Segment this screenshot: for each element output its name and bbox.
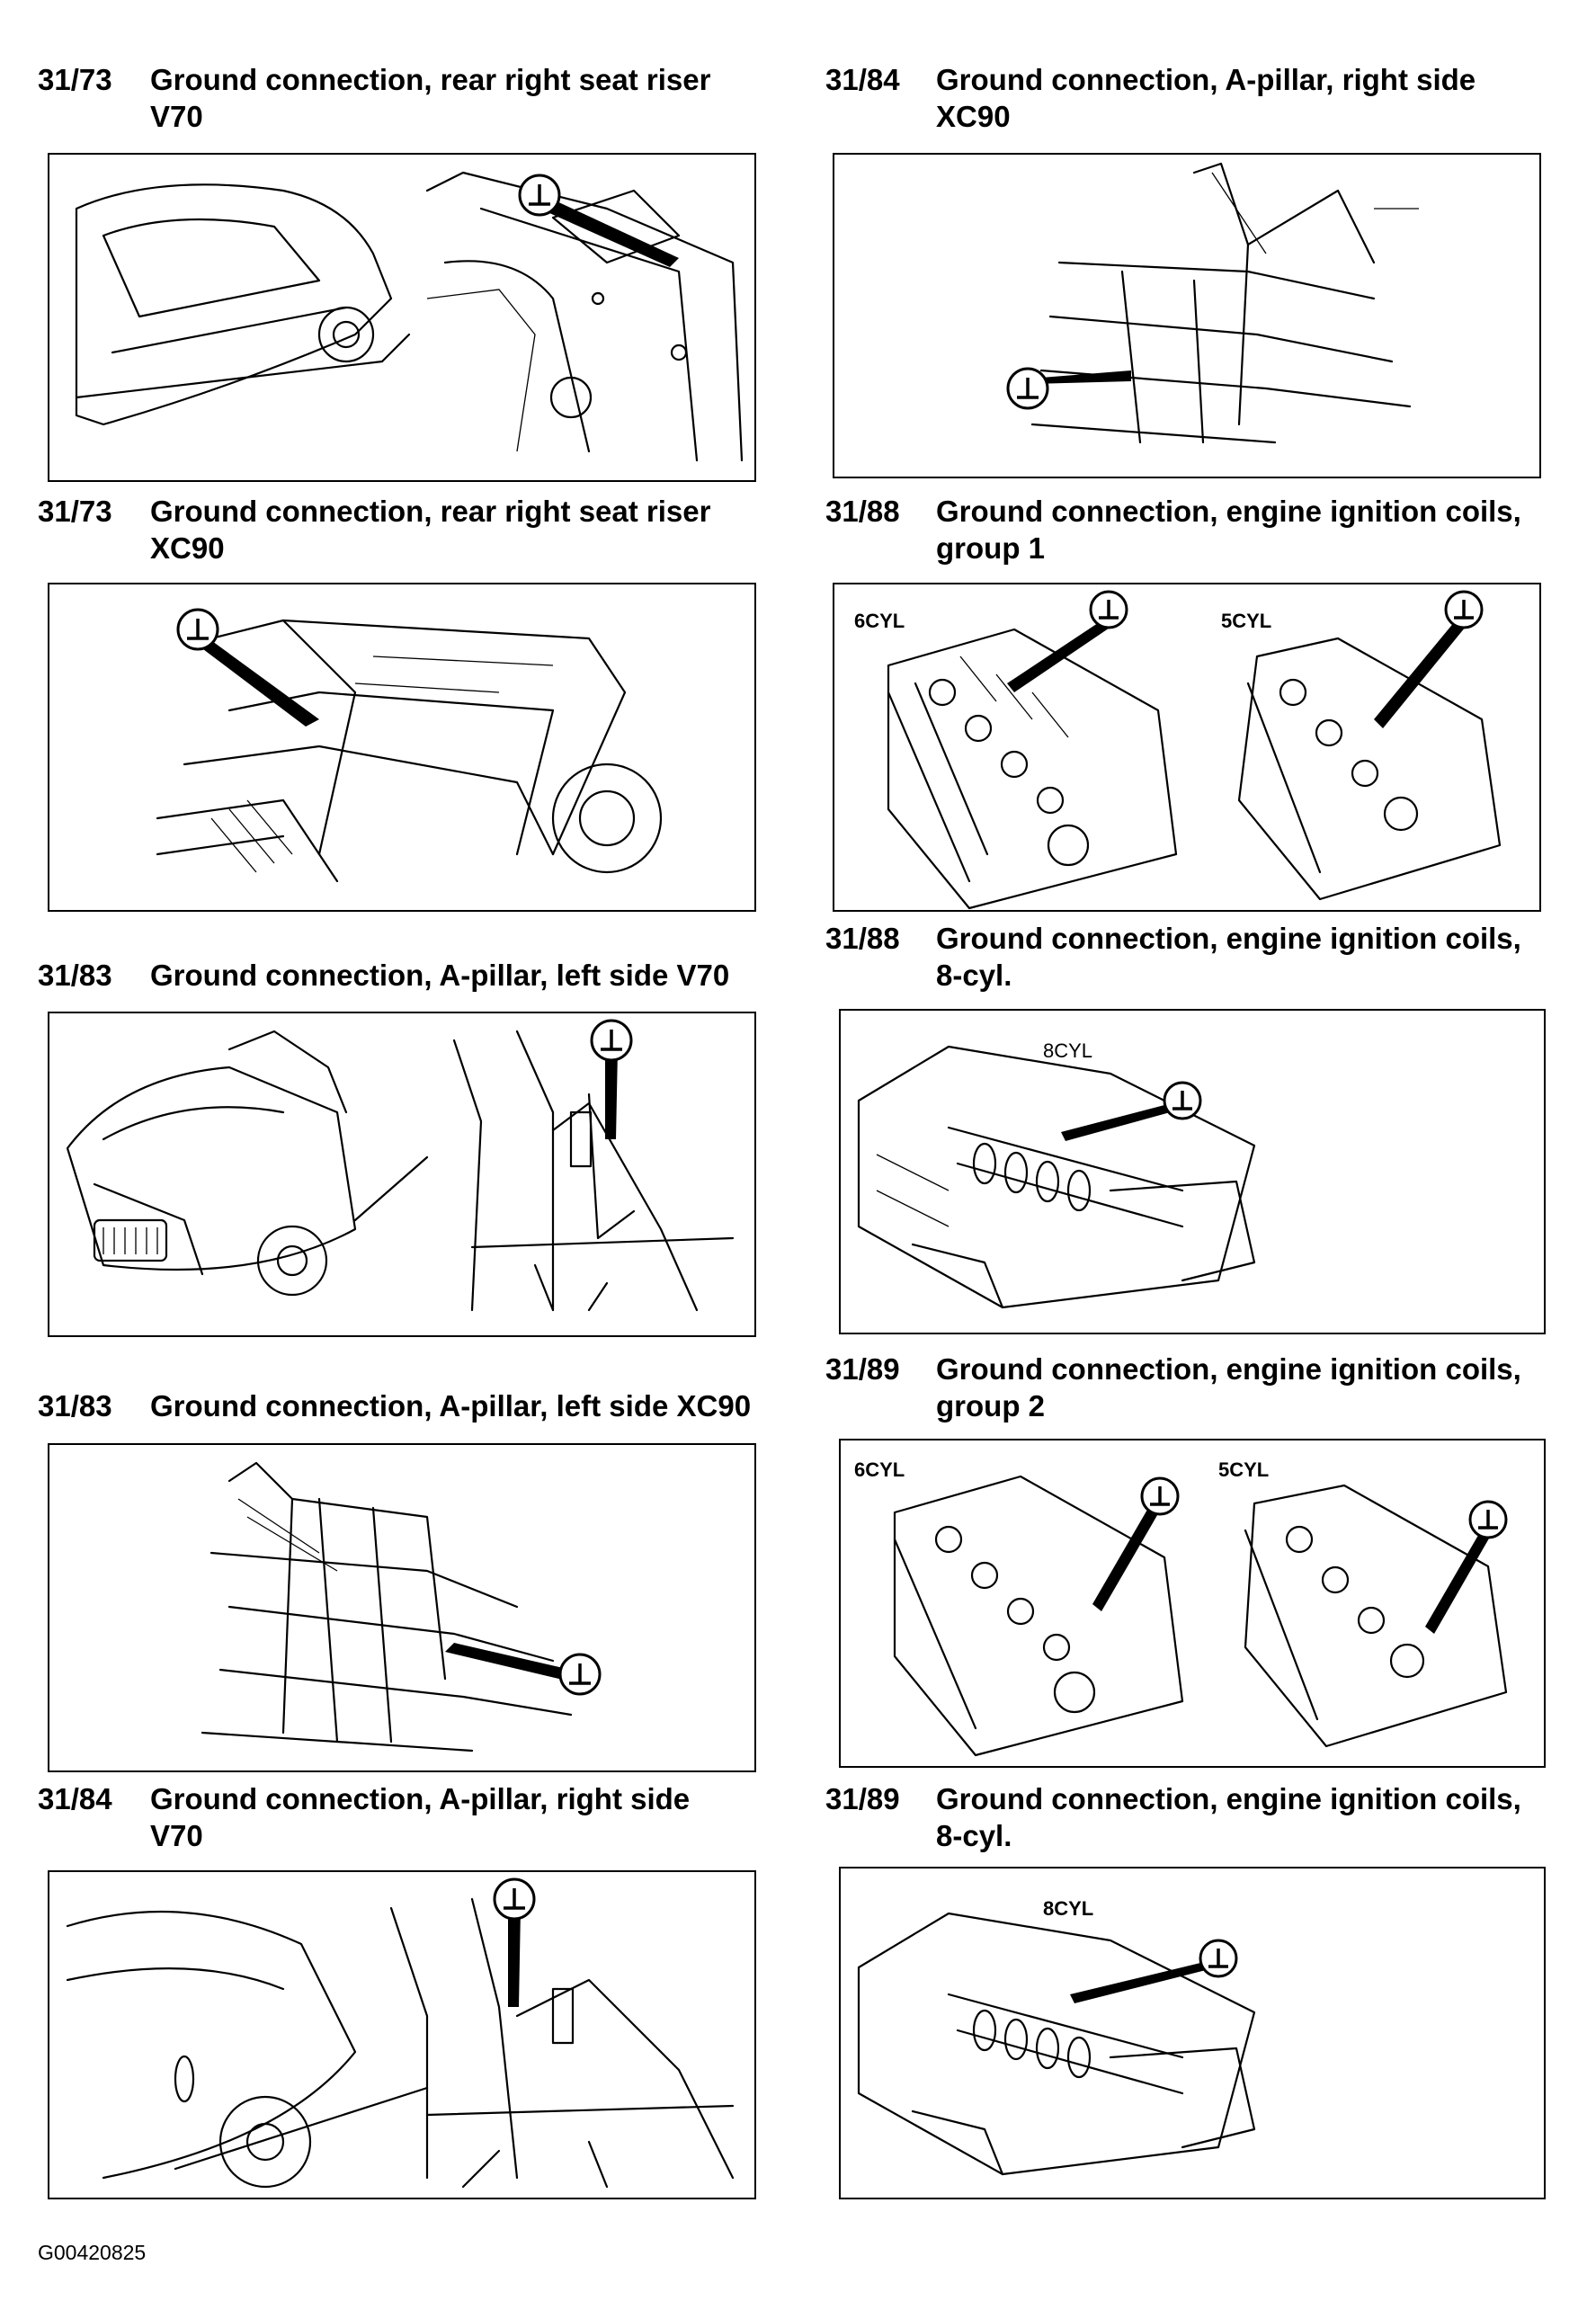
- engine-label: 8CYL: [1043, 1897, 1093, 1920]
- entry-code: 31/88: [825, 922, 900, 955]
- entry-title: Ground connection, A-pillar, right side …: [936, 63, 1476, 133]
- entry-heading: 31/88 Ground connection, engine ignition…: [825, 493, 1521, 566]
- diagram-frame-xc90-a-pillar-right: [833, 153, 1541, 478]
- entry-title: Ground connection, rear right seat riser…: [150, 63, 711, 133]
- v70-rear-car-illustration: [75, 171, 744, 462]
- entry-heading: 31/89 Ground connection, engine ignition…: [825, 1780, 1521, 1854]
- engine-label: 6CYL: [854, 1458, 905, 1481]
- entry-heading: 31/89 Ground connection, engine ignition…: [825, 1351, 1521, 1424]
- diagram-frame-ignition-coils-group1: 6CYL 5CYL: [833, 583, 1541, 912]
- entry-code: 31/83: [38, 959, 112, 992]
- ground-symbol: [1007, 590, 1128, 692]
- entry-heading: 31/84 Ground connection, A-pillar, right…: [825, 61, 1476, 135]
- engine-label: 6CYL: [854, 610, 905, 632]
- ground-symbol: [518, 174, 679, 267]
- v70-front-car-illustration: [66, 1019, 735, 1312]
- entry-title: Ground connection, A-pillar, left side X…: [150, 1389, 752, 1423]
- entry-code: 31/83: [38, 1389, 112, 1423]
- ground-symbol: [493, 1877, 536, 2007]
- diagram-frame-v70-a-pillar-left: [48, 1012, 756, 1337]
- entry-code: 31/73: [38, 63, 112, 96]
- entry-title: Ground connection, engine ignition coils…: [936, 1782, 1521, 1852]
- entry-heading: 31/83 Ground connection, A-pillar, left …: [38, 1387, 751, 1424]
- figure-id: G00420825: [38, 2241, 147, 2264]
- entry-heading: 31/73 Ground connection, rear right seat…: [38, 61, 710, 135]
- engine-label: 8CYL: [1043, 1039, 1092, 1062]
- entry-title: Ground connection, rear right seat riser…: [150, 495, 711, 565]
- diagram-frame-xc90-seat-riser: [48, 583, 756, 912]
- entry-heading: 31/83 Ground connection, A-pillar, left …: [38, 957, 729, 994]
- entry-heading: 31/84 Ground connection, A-pillar, right…: [38, 1780, 690, 1854]
- ground-symbol: [1092, 1476, 1180, 1611]
- diagram-frame-xc90-a-pillar-left: [48, 1443, 756, 1772]
- engine-label: 5CYL: [1218, 1458, 1269, 1481]
- entry-code: 31/84: [825, 63, 900, 96]
- entry-title: Ground connection, engine ignition coils…: [936, 922, 1521, 992]
- v70-side-car-illustration: [66, 1877, 735, 2189]
- entry-title: Ground connection, engine ignition coils…: [936, 495, 1521, 565]
- diagram-frame-ignition-coils-8cyl: 8CYL: [839, 1009, 1546, 1334]
- entry-title: Ground connection, A-pillar, left side V…: [150, 959, 730, 992]
- xc90-floor-frame-illustration: [156, 608, 663, 883]
- engine-illustration-6cyl-5cyl: 6CYL 5CYL: [854, 1458, 1508, 1757]
- engine-illustration-8cyl: 8CYL: [857, 1039, 1256, 1309]
- entry-code: 31/89: [825, 1782, 900, 1815]
- ground-symbol: [1070, 1939, 1238, 2003]
- ground-symbol: [445, 1643, 602, 1696]
- engine-label: 5CYL: [1221, 610, 1271, 632]
- ground-symbol: [590, 1019, 633, 1139]
- entry-title: Ground connection, A-pillar, right side …: [150, 1782, 691, 1852]
- ground-symbol: [1061, 1081, 1202, 1141]
- ground-symbol: [1374, 590, 1484, 728]
- ground-symbol: [176, 608, 319, 727]
- ground-symbol: [1006, 367, 1131, 410]
- xc90-frame-illustration: [201, 1461, 602, 1753]
- entry-code: 31/88: [825, 495, 900, 528]
- engine-illustration-8cyl: 8CYL: [857, 1897, 1256, 2176]
- ground-symbol: [1425, 1500, 1508, 1634]
- xc90-frame-illustration: [1006, 162, 1419, 444]
- entry-heading: 31/88 Ground connection, engine ignition…: [825, 920, 1521, 994]
- diagram-frame-v70-seat-riser: [48, 153, 756, 482]
- entry-code: 31/73: [38, 495, 112, 528]
- diagram-frame-v70-a-pillar-right: [48, 1870, 756, 2199]
- entry-title: Ground connection, engine ignition coils…: [936, 1352, 1521, 1423]
- entry-code: 31/89: [825, 1352, 900, 1386]
- entry-heading: 31/73 Ground connection, rear right seat…: [38, 493, 710, 566]
- diagram-frame-ignition-coils-group2: 6CYL 5CYL: [839, 1439, 1546, 1768]
- diagram-frame-ignition-coils-8cyl: 8CYL: [839, 1867, 1546, 2199]
- engine-illustration-6cyl-5cyl: 6CYL 5CYL: [854, 590, 1502, 910]
- entry-code: 31/84: [38, 1782, 112, 1815]
